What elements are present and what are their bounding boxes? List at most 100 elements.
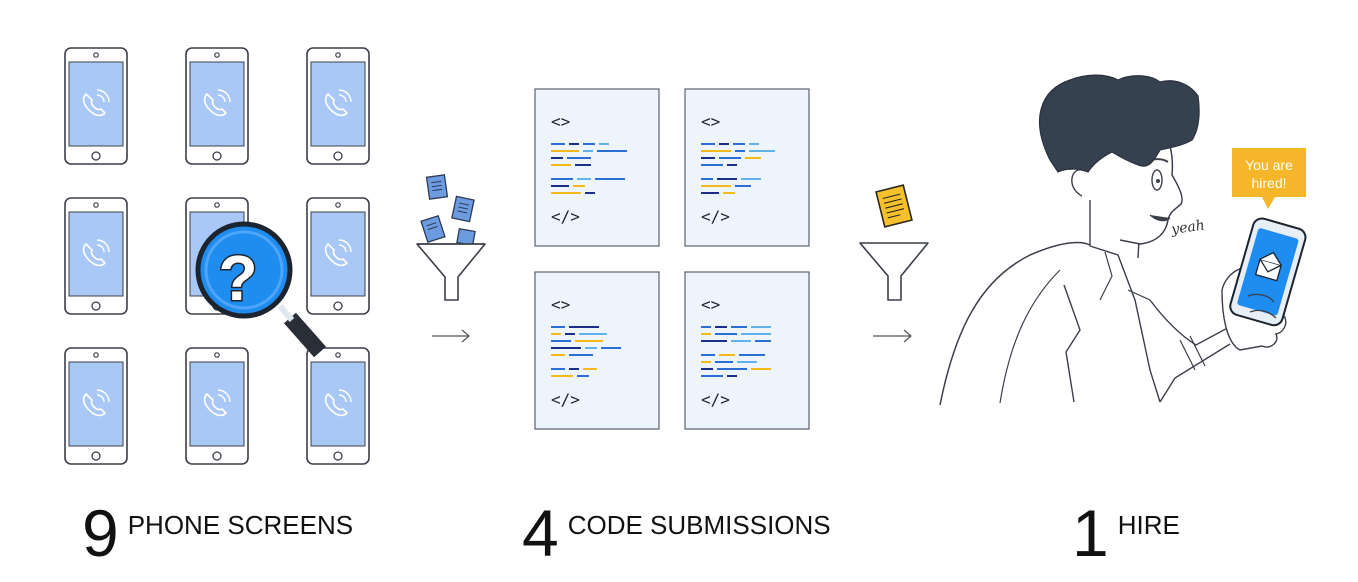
hired-person-illustration: yeah You are hired! (939, 74, 1307, 406)
code-line (701, 333, 711, 335)
code-line (701, 143, 715, 145)
phone-call-icon (82, 89, 110, 117)
code-line (701, 178, 713, 180)
code-line (569, 354, 593, 356)
arrow-right-icon (432, 329, 470, 343)
step-count: 4 (522, 496, 559, 570)
question-mark: ? (218, 242, 257, 314)
phone-icon (306, 47, 370, 165)
magnifier-icon: ? (195, 221, 326, 358)
code-line (575, 340, 603, 342)
speech-bubble: You are hired! (1232, 148, 1306, 209)
code-close-tag: </> (551, 390, 580, 409)
code-line (739, 354, 765, 356)
code-open-tag: <> (701, 112, 720, 131)
speech-bubble-line-2: hired! (1251, 175, 1286, 191)
code-line (599, 143, 609, 145)
funnel-2 (859, 184, 929, 343)
code-line (715, 361, 733, 363)
smartphone-icon (1229, 217, 1307, 327)
phone-icon (64, 197, 128, 315)
code-open-tag: <> (551, 112, 570, 131)
phone-grid (64, 47, 370, 465)
document-icon (420, 214, 446, 244)
phone-call-icon (203, 389, 231, 417)
funnel-icon (859, 242, 929, 301)
phone-icon (64, 347, 128, 465)
code-line (727, 164, 737, 166)
code-line (551, 333, 561, 335)
code-line (567, 157, 591, 159)
code-open-tag: <> (701, 295, 720, 314)
code-line (719, 354, 735, 356)
code-line (735, 185, 751, 187)
speech-bubble-line-1: You are (1245, 157, 1293, 173)
code-line (575, 164, 591, 166)
code-line (585, 192, 595, 194)
code-line (727, 375, 737, 377)
funnel-1 (416, 174, 486, 343)
step-phone-screens: 9 PHONE SCREENS (82, 500, 353, 566)
phone-icon (306, 197, 370, 315)
phone-call-icon (324, 89, 352, 117)
code-document: <> </> (534, 88, 660, 247)
code-line (601, 347, 621, 349)
step-label: CODE SUBMISSIONS (567, 510, 831, 540)
phone-call-icon (203, 89, 231, 117)
code-line (733, 143, 745, 145)
code-line (745, 157, 761, 159)
code-line (755, 340, 771, 342)
code-line (751, 326, 771, 328)
code-line (577, 178, 591, 180)
code-line (701, 164, 723, 166)
hair (1039, 74, 1200, 173)
code-line (717, 178, 737, 180)
code-line (719, 157, 741, 159)
code-line (583, 143, 595, 145)
code-line (569, 368, 579, 370)
code-line (551, 185, 569, 187)
arrow-right-icon (873, 329, 912, 343)
code-line (749, 150, 775, 152)
code-line (701, 192, 719, 194)
code-line (741, 178, 761, 180)
code-line (715, 326, 727, 328)
phone-icon (185, 47, 249, 165)
code-line (551, 354, 565, 356)
code-line (551, 326, 565, 328)
code-close-tag: </> (701, 207, 730, 226)
code-line (551, 143, 565, 145)
phone-call-icon (82, 389, 110, 417)
step-hire: 1 HIRE (1072, 500, 1180, 566)
code-close-tag: </> (551, 207, 580, 226)
code-line (735, 150, 745, 152)
code-line (573, 185, 585, 187)
code-line (551, 164, 571, 166)
code-line (737, 361, 757, 363)
code-line (715, 333, 737, 335)
phone-call-icon (82, 239, 110, 267)
code-line (583, 368, 597, 370)
code-line (731, 340, 751, 342)
code-line (551, 192, 581, 194)
code-line (701, 340, 727, 342)
code-line (583, 150, 593, 152)
code-line (551, 157, 563, 159)
code-line (701, 354, 715, 356)
code-line (751, 368, 771, 370)
code-document: <></> (684, 271, 810, 430)
code-line (749, 143, 759, 145)
code-line (569, 326, 599, 328)
phone-call-icon (324, 239, 352, 267)
code-line (579, 333, 607, 335)
step-code-submissions: 4 CODE SUBMISSIONS (522, 500, 831, 566)
document-icon (875, 184, 913, 228)
code-line (701, 157, 715, 159)
step-count: 1 (1072, 496, 1109, 570)
code-line (741, 333, 771, 335)
envelope-icon (1254, 251, 1282, 282)
document-icon (451, 195, 475, 223)
code-line (569, 143, 579, 145)
code-line (701, 150, 731, 152)
